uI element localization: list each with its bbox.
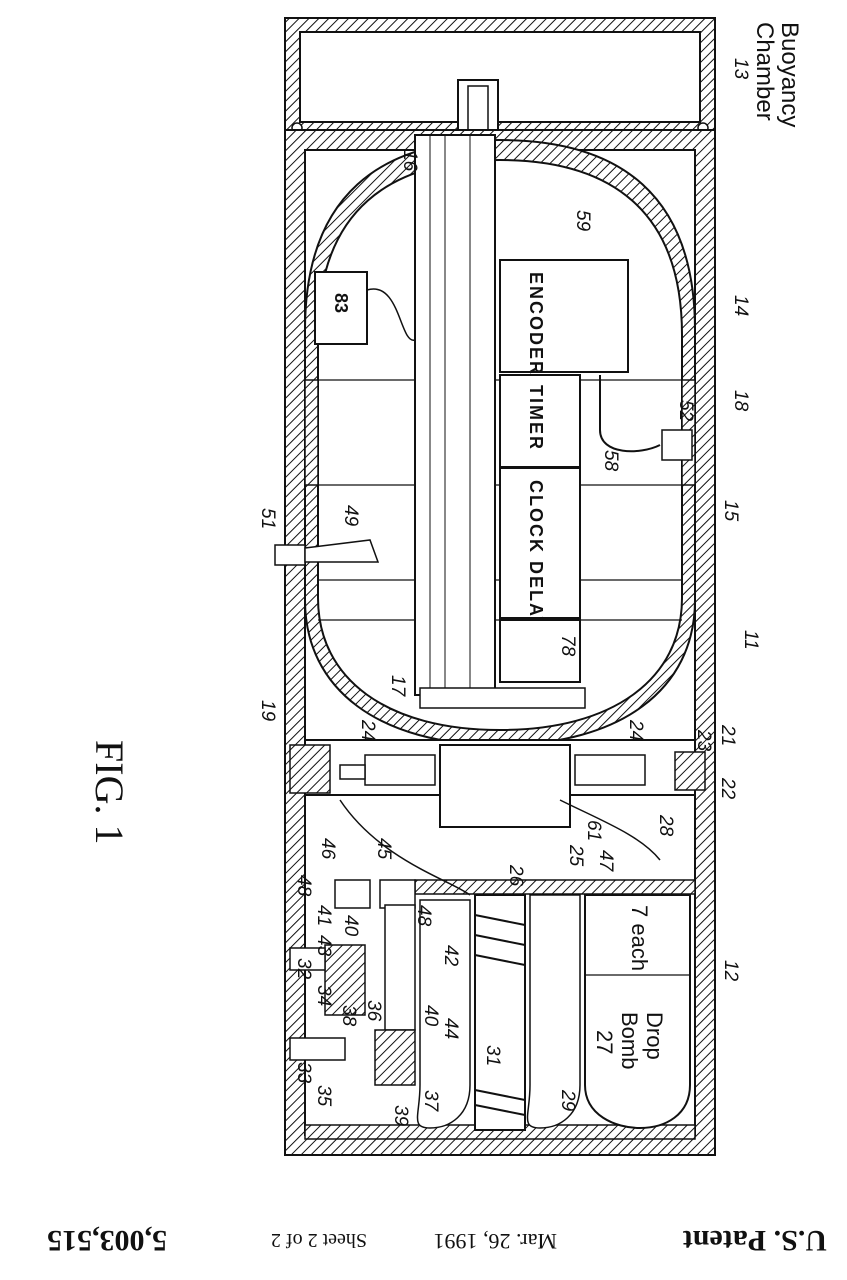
ref-61: 61	[583, 820, 604, 841]
timer-label: TIMER	[526, 385, 546, 451]
clock-delay-box	[499, 467, 581, 619]
ref-12: 12	[720, 960, 741, 982]
ref-41: 41	[313, 905, 334, 926]
drop-bomb-outline	[584, 894, 691, 1130]
timer-box	[499, 374, 581, 468]
box-83	[314, 271, 368, 345]
ref-15: 15	[720, 500, 741, 522]
buoyancy-label-line2: Chamber	[751, 22, 778, 121]
ref-11: 11	[740, 630, 761, 650]
electronics-stack: ENCODER TIMER CLOCK DELAY 83	[314, 134, 693, 709]
bomb-label: Bomb	[617, 1012, 642, 1069]
reference-numerals: 13 14 15 16 17 18 19 11 12 21 22 23 24 2…	[257, 58, 761, 1127]
header-date: Mar. 26, 1991	[434, 1229, 557, 1254]
ref-14: 14	[730, 295, 751, 316]
ref-45: 45	[373, 838, 394, 860]
bomb-section	[289, 879, 691, 1131]
connector-region	[274, 539, 661, 896]
ref-21: 21	[717, 724, 738, 746]
clock-delay-label: CLOCK DELAY	[526, 480, 546, 630]
ref-58: 58	[600, 450, 621, 472]
drop-label: Drop	[642, 1012, 667, 1060]
figure-title: FIG. 1	[87, 740, 132, 844]
each-label: 7 each	[627, 905, 652, 971]
encoder-label: ENCODER	[526, 272, 546, 376]
ref-38: 38	[338, 1005, 359, 1027]
ref-33: 33	[293, 1062, 314, 1084]
ref-29: 29	[557, 1089, 578, 1112]
bomb-number: 27	[592, 1030, 617, 1054]
ref-24a: 24	[357, 719, 378, 741]
header-patent-office: U.S. Patent	[683, 1224, 827, 1257]
ref-48a: 48	[293, 875, 314, 897]
ref-13: 13	[730, 58, 751, 80]
ref-16: 16	[399, 150, 420, 172]
ref-39: 39	[390, 1105, 411, 1127]
ref-52: 52	[675, 400, 696, 422]
ref-48b: 48	[413, 905, 434, 927]
ref-46: 46	[317, 838, 338, 860]
ref-44: 44	[440, 1018, 461, 1039]
ref-78: 78	[557, 635, 578, 657]
header-patent-number: 5,003,515	[47, 1224, 167, 1257]
header-sheet: Sheet 2 of 2	[271, 1229, 367, 1251]
ref-31: 31	[482, 1045, 503, 1066]
ref-32: 32	[293, 958, 314, 980]
ref-42: 42	[440, 945, 461, 967]
ref-19: 19	[257, 700, 278, 722]
ref-40a: 40	[340, 915, 361, 937]
ref-49: 49	[340, 505, 361, 527]
buoyancy-label-line1: Buoyancy	[776, 22, 803, 127]
ref-23: 23	[693, 729, 714, 752]
ref-18: 18	[730, 390, 751, 412]
ref-34: 34	[313, 985, 334, 1006]
ref-26: 26	[505, 864, 526, 887]
ref-28: 28	[655, 814, 676, 837]
ref-43: 43	[313, 935, 334, 957]
box-83-label: 83	[331, 293, 351, 313]
ref-22: 22	[717, 777, 738, 800]
ref-51: 51	[257, 508, 278, 529]
ref-25: 25	[565, 844, 586, 867]
sheet-header: U.S. Patent Mar. 26, 1991 Sheet 2 of 2 5…	[47, 1224, 827, 1257]
ref-36: 36	[363, 1000, 384, 1022]
encoder-box	[499, 259, 629, 373]
ref-40b: 40	[420, 1005, 441, 1027]
ref-59: 59	[572, 210, 593, 232]
ref-37: 37	[420, 1090, 441, 1113]
ref-35: 35	[313, 1085, 334, 1107]
ref-47: 47	[595, 850, 616, 873]
ref-17: 17	[387, 675, 408, 698]
ref-24b: 24	[625, 719, 646, 741]
